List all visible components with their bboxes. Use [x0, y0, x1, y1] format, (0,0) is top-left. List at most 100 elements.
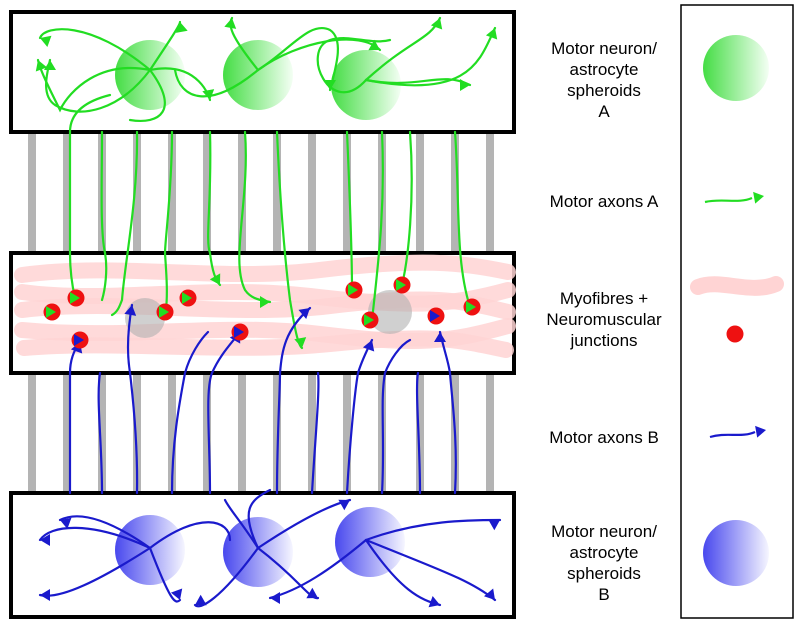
axon-growth-cone: [202, 89, 215, 100]
axon: [364, 26, 497, 87]
pillar: [168, 132, 176, 253]
axon-growth-cone: [209, 273, 221, 285]
axon-growth-cone: [396, 279, 406, 291]
legend-frame: [680, 4, 794, 619]
axon: [45, 58, 152, 113]
axon: [128, 68, 166, 122]
axon: [223, 498, 260, 550]
axon: [345, 130, 354, 292]
axon-growth-cone: [428, 595, 440, 608]
pillar: [63, 132, 71, 253]
axon-growth-cone: [368, 39, 380, 51]
pillar: [416, 132, 424, 253]
legend-line: Neuromuscular: [546, 310, 662, 329]
axon-growth-cone: [159, 306, 169, 318]
legend-line: Motor axons A: [549, 192, 659, 211]
axon-growth-cone: [44, 60, 56, 70]
axon: [256, 27, 339, 92]
axon-growth-cone: [40, 589, 50, 601]
axon: [345, 338, 374, 495]
motor-axons-a: [35, 16, 498, 350]
pillar: [28, 373, 36, 493]
pillar: [133, 132, 141, 253]
axon: [58, 515, 152, 550]
myofibre: [14, 254, 516, 283]
axon: [38, 526, 152, 550]
neuromuscular-junctions: [43, 276, 481, 349]
legend-icon-spheroid-b: [703, 520, 769, 586]
pillar: [416, 373, 424, 493]
axon-growth-cone: [294, 337, 307, 348]
axon-growth-cone: [40, 35, 52, 48]
axon: [148, 546, 182, 603]
axon-growth-cone: [434, 332, 446, 342]
axon-growth-cone: [124, 305, 137, 316]
axon: [316, 37, 392, 94]
legend-icon-spheroid-a: [703, 35, 769, 101]
axon: [110, 130, 139, 317]
axon-growth-cone: [195, 594, 207, 606]
pillar: [308, 373, 316, 493]
legend-line: Motor neuron/: [551, 39, 657, 58]
myofibres: [14, 254, 516, 358]
legend-line: A: [598, 102, 610, 121]
axon-growth-cone: [430, 310, 440, 322]
legend-label-axons-b: Motor axons B: [529, 427, 679, 448]
legend-icon-junction: [726, 325, 744, 343]
axon: [170, 330, 210, 495]
pillar: [168, 373, 176, 493]
pillar: [273, 132, 281, 253]
axon-growth-cone: [46, 306, 56, 318]
axon-growth-cone: [182, 292, 192, 304]
spheroid-a: [115, 40, 185, 110]
axon: [400, 130, 413, 287]
axon-growth-cone: [224, 18, 237, 29]
axon: [126, 303, 139, 495]
axon: [453, 130, 472, 309]
axon-growth-cone: [70, 292, 80, 304]
axon-growth-cone: [348, 284, 358, 296]
axon-growth-cone: [460, 79, 470, 91]
axon-growth-cone: [755, 425, 766, 438]
pillar: [63, 373, 71, 493]
axon: [193, 546, 260, 608]
axon-growth-cone: [260, 296, 270, 308]
spheroid-shadow: [125, 298, 165, 338]
pillar: [98, 373, 106, 493]
axon: [380, 338, 412, 495]
axon-growth-cone: [364, 314, 374, 326]
pillar: [486, 132, 494, 253]
pillar: [486, 373, 494, 493]
axon: [68, 93, 112, 134]
pillar: [308, 132, 316, 253]
spheroid-shadow: [368, 290, 412, 334]
axon-growth-cone: [175, 22, 188, 33]
legend-line: astrocyte: [569, 543, 639, 562]
legend-icons: [690, 35, 784, 586]
axon-growth-cone: [170, 588, 183, 600]
pillar: [238, 373, 246, 493]
pillar: [28, 132, 36, 253]
legend-line: astrocyte: [569, 60, 639, 79]
legend-line: spheroids: [567, 564, 641, 583]
axon: [100, 130, 108, 302]
legend-icon-myofibre: [690, 276, 784, 296]
axon: [370, 130, 384, 322]
legend-line: Motor neuron/: [551, 522, 657, 541]
axon: [275, 306, 312, 495]
axon: [238, 130, 272, 304]
motor-axons-b: [38, 303, 502, 608]
legend-line: Myofibres +: [559, 289, 649, 308]
legend-label-axons-a: Motor axons A: [529, 191, 679, 212]
axon-growth-cone: [40, 534, 50, 546]
legend-line: B: [598, 585, 610, 604]
pillar: [343, 373, 351, 493]
axon-growth-cone: [753, 191, 764, 204]
pillar: [343, 132, 351, 253]
axon: [207, 330, 242, 495]
axon-growth-cone: [466, 301, 476, 313]
